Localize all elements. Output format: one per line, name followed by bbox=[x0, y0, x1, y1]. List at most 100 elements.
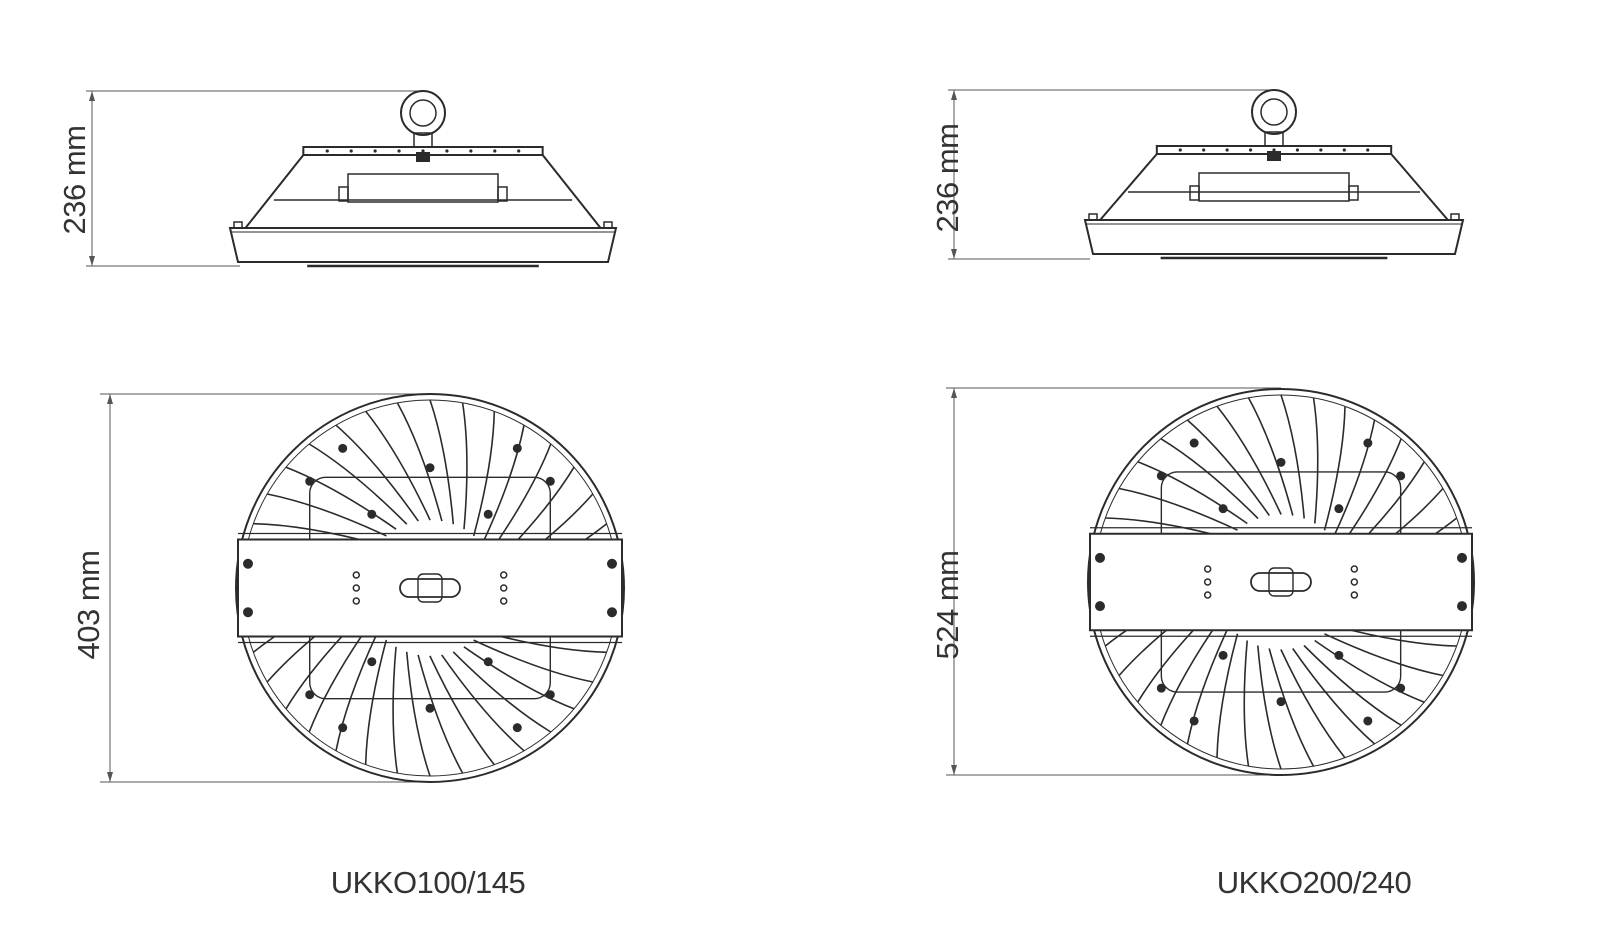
heatsink-fin bbox=[285, 466, 397, 530]
outer-ring bbox=[235, 393, 625, 783]
bracket-end-hole bbox=[607, 607, 617, 618]
mounting-hole bbox=[1156, 471, 1166, 481]
heatsink-fin bbox=[1243, 640, 1250, 767]
heatsink-fin bbox=[429, 655, 495, 766]
bracket-hole bbox=[499, 571, 508, 579]
mounting-hole bbox=[1396, 471, 1406, 481]
mounting-hole bbox=[1189, 438, 1199, 448]
mounting-hole bbox=[483, 509, 493, 519]
mounting-hole bbox=[1218, 650, 1228, 660]
top-plate-dot bbox=[397, 149, 401, 153]
heatsink-fin bbox=[1247, 397, 1294, 516]
heatsink-fin bbox=[481, 425, 525, 545]
heatsink-fin bbox=[1324, 633, 1444, 677]
heatsink-fin bbox=[396, 402, 443, 522]
driver-box bbox=[347, 173, 499, 203]
heatsink-fin bbox=[1186, 625, 1230, 745]
center-slot-cap bbox=[1268, 567, 1294, 597]
mounting-hole bbox=[483, 657, 493, 667]
heatsink-fin bbox=[267, 493, 387, 537]
driver-bracket-right bbox=[497, 186, 508, 202]
top-plate-dot bbox=[445, 149, 449, 153]
heatsink-fin bbox=[335, 631, 379, 751]
eye-bolt-ring-outer bbox=[1251, 89, 1297, 135]
product-1-diameter-dimension bbox=[100, 393, 425, 783]
product-2-diameter-label: 524 mm bbox=[930, 550, 965, 660]
top-plate-dot bbox=[1342, 148, 1346, 152]
bracket-end-hole bbox=[1095, 552, 1105, 563]
heatsink-fin bbox=[392, 646, 399, 774]
mounting-hole bbox=[1156, 683, 1166, 693]
heatsink-fin bbox=[417, 654, 464, 774]
heatsink-fin bbox=[1216, 633, 1239, 758]
heatsink-fin bbox=[1312, 397, 1319, 524]
heatsink-fin bbox=[1268, 648, 1315, 767]
product-2-diameter-dimension bbox=[946, 387, 1281, 776]
top-plate-dot bbox=[1202, 148, 1206, 152]
mounting-hole bbox=[367, 509, 377, 519]
product-1-diameter-label: 403 mm bbox=[71, 550, 106, 660]
product-2-top-view bbox=[1087, 388, 1475, 776]
mounting-hole bbox=[1396, 683, 1406, 693]
top-plate-dot bbox=[1295, 148, 1300, 152]
heatsink-fin bbox=[473, 639, 593, 683]
mounting-hole bbox=[1189, 716, 1199, 726]
top-plate-dot bbox=[469, 149, 473, 153]
bracket-hole bbox=[1203, 591, 1212, 599]
driver-box bbox=[1198, 172, 1350, 202]
product-1-top-view bbox=[235, 393, 625, 783]
mounting-bracket bbox=[1089, 532, 1473, 632]
heatsink-fin bbox=[1216, 405, 1282, 515]
top-plate-dot bbox=[349, 149, 353, 153]
bracket-end-hole bbox=[243, 558, 253, 569]
mounting-hole bbox=[545, 476, 555, 486]
heatsink-fin bbox=[365, 410, 431, 521]
bracket-end-hole bbox=[1457, 601, 1467, 612]
dimension-arrow-bottom bbox=[89, 256, 95, 266]
heatsink-fin bbox=[1257, 645, 1282, 770]
bracket-end-hole bbox=[243, 607, 253, 618]
bracket-hole bbox=[1350, 591, 1359, 599]
top-plate bbox=[1155, 145, 1393, 155]
eye-bolt-ring-outer bbox=[400, 90, 446, 136]
bracket-hole bbox=[1350, 578, 1359, 586]
top-plate-dot bbox=[493, 149, 497, 153]
housing-body bbox=[243, 154, 603, 229]
top-plate-dot bbox=[373, 149, 377, 153]
dimension-arrow-bottom bbox=[951, 249, 957, 259]
product-2-model-label: UKKO200/240 bbox=[1216, 865, 1412, 900]
bracket-end-hole bbox=[607, 558, 617, 569]
bracket-hole bbox=[499, 597, 508, 605]
mounting-hole bbox=[1363, 438, 1373, 448]
heatsink-fin bbox=[463, 646, 575, 710]
center-slot bbox=[1250, 572, 1312, 592]
mounting-hole bbox=[367, 657, 377, 667]
dimension-arrow-top bbox=[951, 90, 957, 100]
product-2-side-view bbox=[1083, 89, 1465, 260]
dimension-arrow-bottom bbox=[951, 765, 957, 775]
mounting-hole bbox=[425, 463, 435, 473]
product-1-model-label: UKKO100/145 bbox=[330, 865, 526, 900]
mounting-hole bbox=[1276, 457, 1286, 467]
bracket-hole bbox=[352, 584, 361, 592]
bracket-hole bbox=[352, 597, 361, 605]
bracket-end-hole bbox=[1095, 601, 1105, 612]
top-plate-dot bbox=[1272, 148, 1276, 152]
heatsink-fin bbox=[1280, 649, 1346, 759]
heatsink-fin bbox=[1292, 648, 1376, 745]
heatsink-fin bbox=[429, 399, 455, 525]
center-slot bbox=[399, 578, 461, 598]
heatsink-fin bbox=[472, 411, 496, 537]
mounting-hole bbox=[338, 723, 348, 733]
product-2-height-label: 236 mm bbox=[930, 123, 965, 233]
heatsink-fin bbox=[1280, 394, 1305, 519]
mounting-hole bbox=[305, 690, 315, 700]
product-1-height-dimension bbox=[86, 90, 420, 267]
heatsink-fin bbox=[441, 654, 525, 752]
bracket-hole bbox=[352, 571, 361, 579]
driver-bracket-left bbox=[1189, 185, 1200, 201]
lens-ring bbox=[228, 227, 618, 263]
top-plate-dot bbox=[1248, 148, 1253, 152]
bracket-hole bbox=[1203, 578, 1212, 586]
driver-bracket-left bbox=[338, 186, 349, 202]
